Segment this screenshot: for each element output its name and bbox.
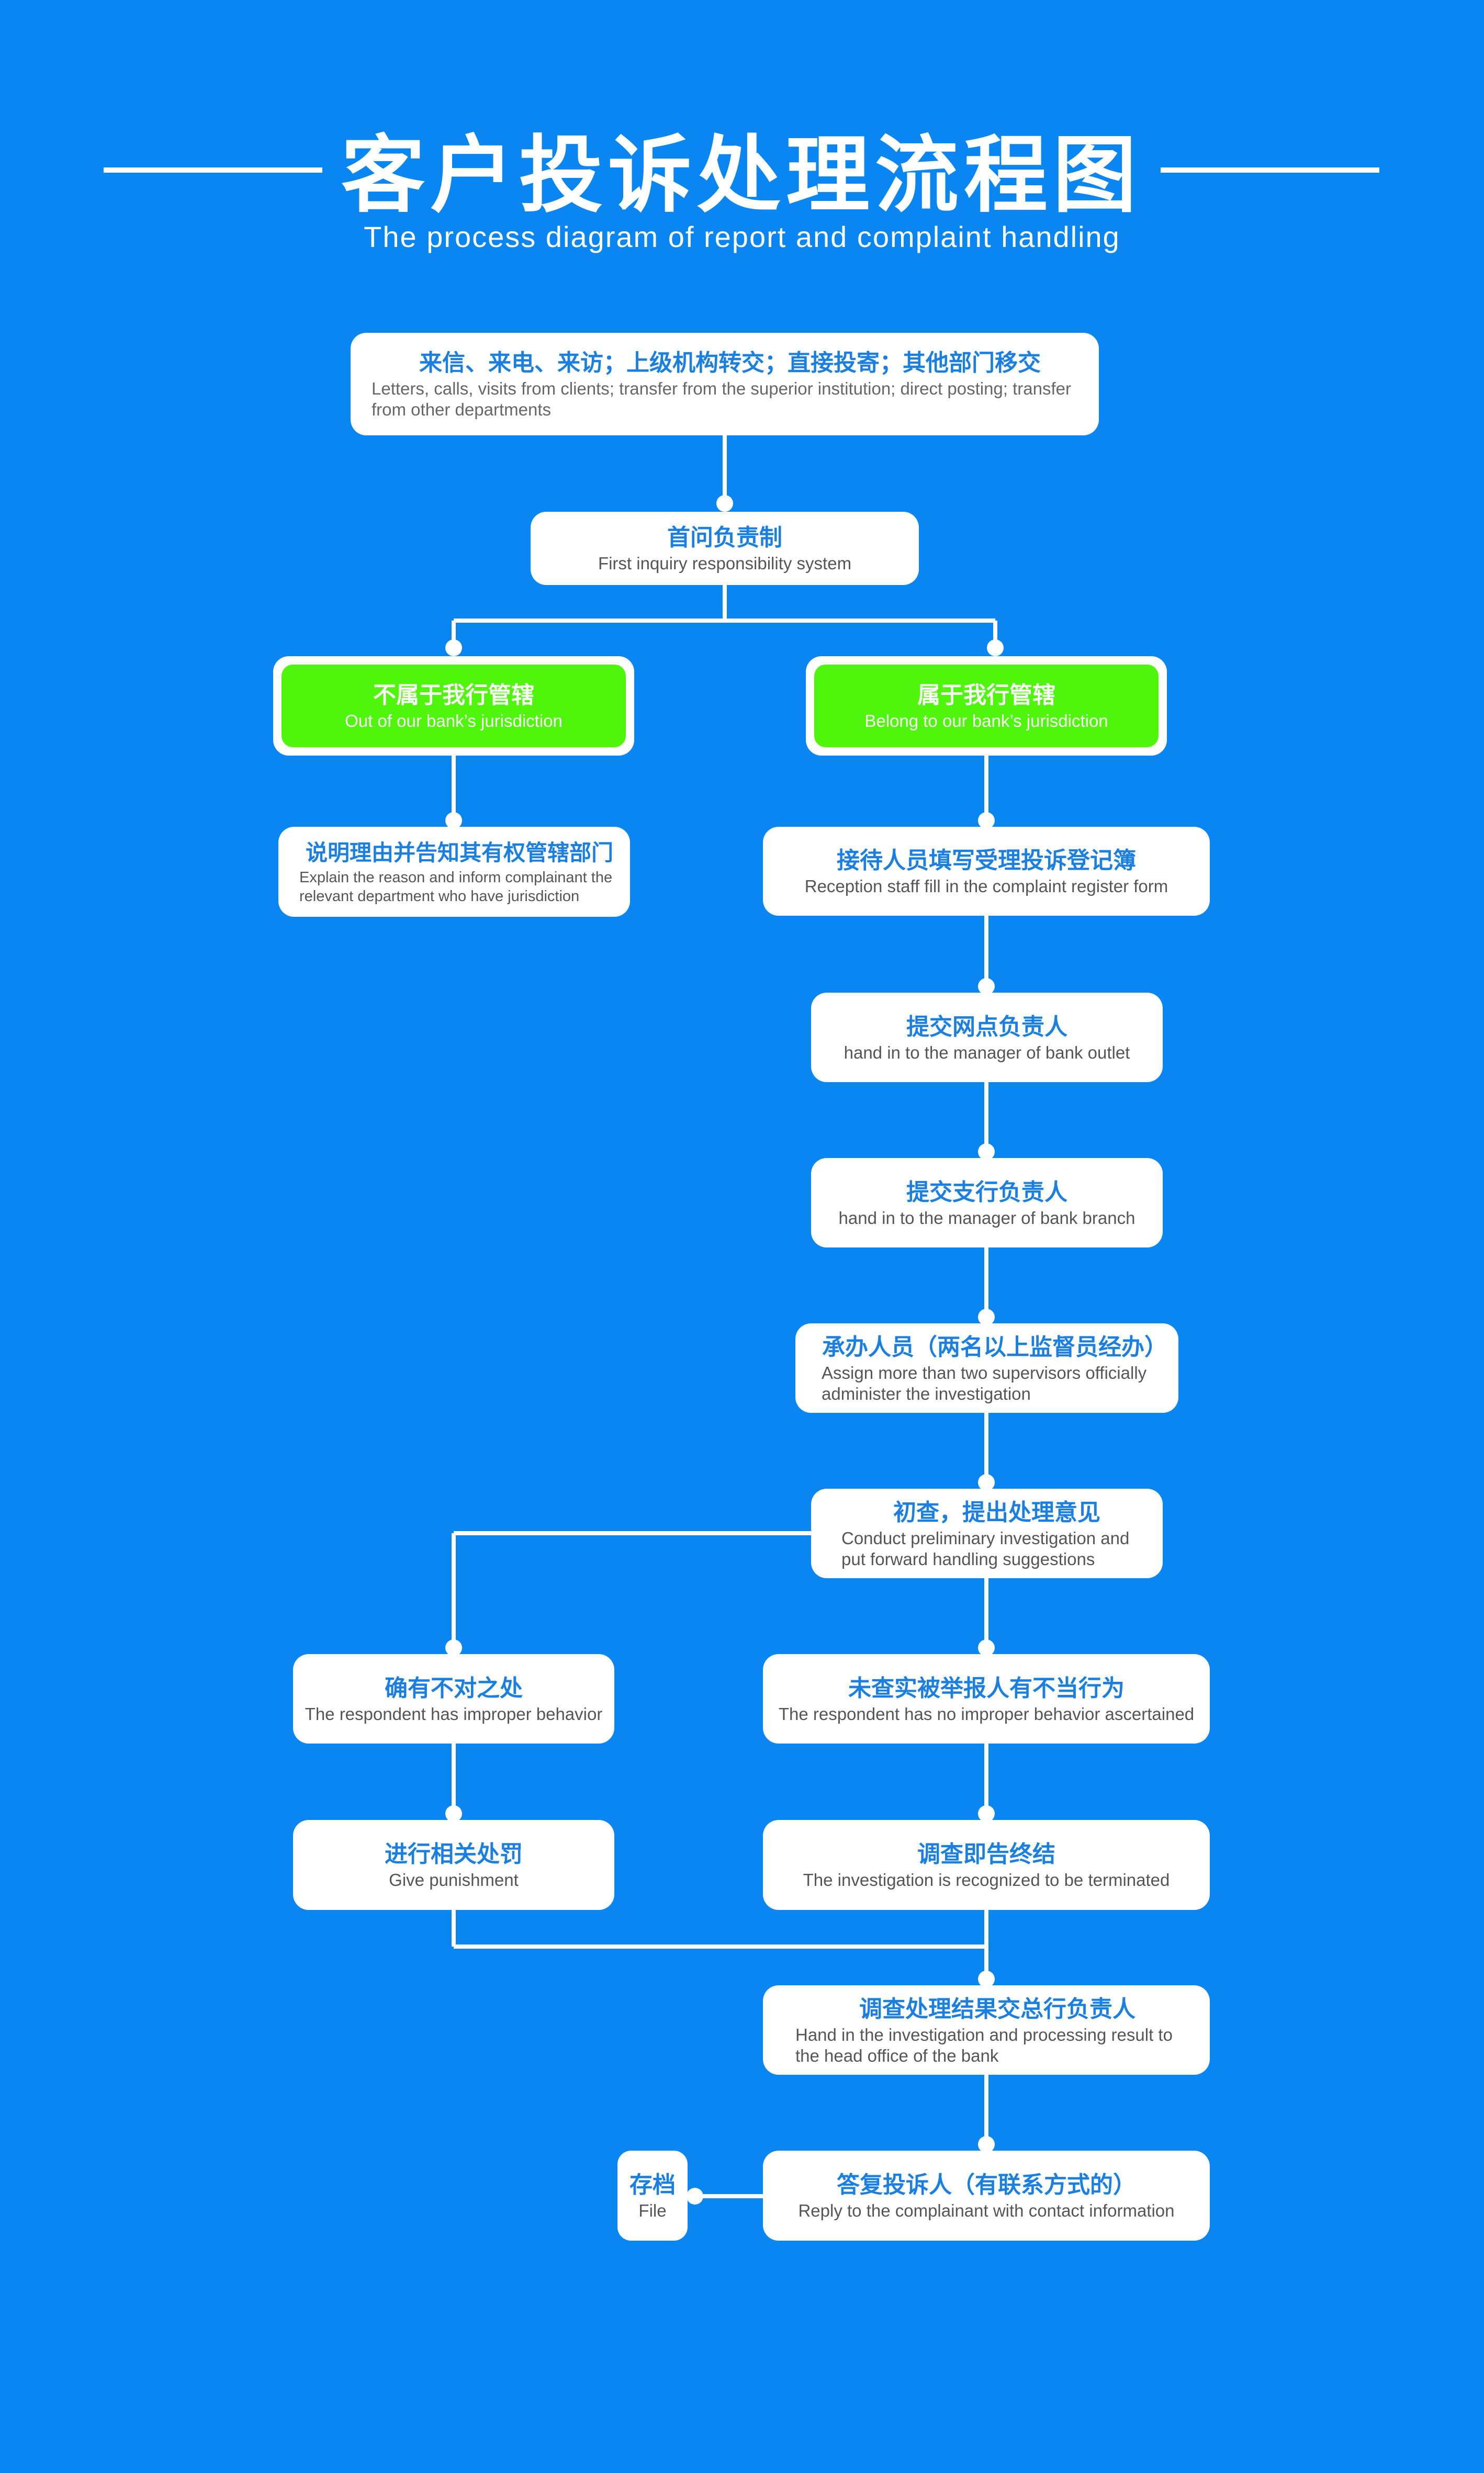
node-out-of-jurisdiction-fill: 不属于我行管辖 Out of our bank’s jurisdiction <box>282 665 626 747</box>
node-file: 存档 File <box>617 2151 688 2241</box>
connector-dot <box>445 812 462 829</box>
title-rule-left <box>104 167 322 173</box>
node-outlet-cn: 提交网点负责人 <box>906 1013 1067 1040</box>
node-in-jurisdiction-en: Belong to our bank’s jurisdiction <box>864 711 1108 730</box>
node-head-office-cn: 调查处理结果交总行负责人 <box>859 1995 1136 2022</box>
node-file-en: File <box>638 2201 667 2220</box>
node-first-inquiry-en: First inquiry responsibility system <box>598 554 852 573</box>
node-head-office-en: Hand in the investigation and processing… <box>795 2025 1173 2065</box>
node-preliminary-cn: 初查，提出处理意见 <box>893 1499 1100 1526</box>
node-reply: 答复投诉人（有联系方式的） Reply to the complainant w… <box>763 2151 1210 2241</box>
connector-dot <box>978 1971 995 1987</box>
node-terminated-en: The investigation is recognized to be te… <box>803 1870 1170 1890</box>
connector-dot <box>978 978 995 995</box>
node-in-jurisdiction-cn: 属于我行管辖 <box>917 682 1055 709</box>
node-out-of-jurisdiction: 不属于我行管辖 Out of our bank’s jurisdiction <box>273 656 634 756</box>
connector-dot <box>978 2136 995 2153</box>
node-supervisors-cn: 承办人员（两名以上监督员经办） <box>822 1333 1167 1361</box>
connector-dot <box>978 1143 995 1160</box>
node-no-improper-en: The respondent has no improper behavior … <box>778 1704 1195 1724</box>
node-terminated-cn: 调查即告终结 <box>917 1841 1055 1868</box>
connector-dot <box>445 1805 462 1822</box>
connector-dot <box>978 812 995 829</box>
page-subtitle: The process diagram of report and compla… <box>364 220 1120 253</box>
node-branch-en: hand in to the manager of bank branch <box>838 1208 1136 1228</box>
node-head-office: 调查处理结果交总行负责人 Hand in the investigation a… <box>763 1985 1210 2075</box>
node-preliminary: 初查，提出处理意见 Conduct preliminary investigat… <box>811 1489 1163 1578</box>
node-punishment-en: Give punishment <box>389 1870 519 1890</box>
node-branch: 提交支行负责人 hand in to the manager of bank b… <box>811 1158 1163 1247</box>
connector-dot <box>445 1639 462 1656</box>
node-improper-en: The respondent has improper behavior <box>305 1704 603 1724</box>
node-no-improper: 未查实被举报人有不当行为 The respondent has no impro… <box>763 1654 1210 1744</box>
node-outlet: 提交网点负责人 hand in to the manager of bank o… <box>811 993 1163 1082</box>
node-punishment-cn: 进行相关处罚 <box>385 1841 523 1868</box>
node-improper-cn: 确有不对之处 <box>385 1674 523 1702</box>
node-file-cn: 存档 <box>629 2172 676 2198</box>
connector-dot <box>978 1805 995 1822</box>
node-explain-cn: 说明理由并告知其有权管辖部门 <box>305 840 613 865</box>
node-branch-cn: 提交支行负责人 <box>906 1178 1067 1206</box>
node-out-of-jurisdiction-cn: 不属于我行管辖 <box>373 682 534 709</box>
connector-dot <box>978 1474 995 1491</box>
node-improper: 确有不对之处 The respondent has improper behav… <box>293 1654 614 1744</box>
node-outlet-en: hand in to the manager of bank outlet <box>844 1042 1130 1062</box>
node-first-inquiry: 首问负责制 First inquiry responsibility syste… <box>531 512 919 585</box>
connector-dot <box>716 495 733 512</box>
node-reply-en: Reply to the complainant with contact in… <box>798 2201 1175 2220</box>
node-explain: 说明理由并告知其有权管辖部门 Explain the reason and in… <box>278 827 630 917</box>
node-intake: 来信、来电、来访；上级机构转交；直接投寄；其他部门移交 Letters, cal… <box>351 333 1099 435</box>
node-terminated: 调查即告终结 The investigation is recognized t… <box>763 1820 1210 1910</box>
node-explain-en: Explain the reason and inform complainan… <box>299 869 613 905</box>
connector-dot <box>978 1309 995 1325</box>
node-register-cn: 接待人员填写受理投诉登记簿 <box>837 847 1136 874</box>
node-in-jurisdiction-fill: 属于我行管辖 Belong to our bank’s jurisdiction <box>814 665 1159 747</box>
node-reply-cn: 答复投诉人（有联系方式的） <box>837 2172 1136 2198</box>
connector-dot <box>687 2188 703 2205</box>
connector-dot <box>987 639 1004 656</box>
node-register-en: Reception staff fill in the complaint re… <box>804 876 1168 896</box>
page-title: 客户投诉处理流程图 <box>341 126 1142 224</box>
node-intake-en: Letters, calls, visits from clients; tra… <box>372 379 1071 419</box>
node-supervisors-en: Assign more than two supervisors officia… <box>822 1363 1147 1403</box>
node-intake-cn: 来信、来电、来访；上级机构转交；直接投寄；其他部门移交 <box>419 350 1041 376</box>
node-punishment: 进行相关处罚 Give punishment <box>293 1820 614 1910</box>
node-no-improper-cn: 未查实被举报人有不当行为 <box>848 1674 1125 1702</box>
title-block: 客户投诉处理流程图 <box>0 126 1484 230</box>
node-supervisors: 承办人员（两名以上监督员经办） Assign more than two sup… <box>795 1323 1178 1413</box>
connector-dot <box>978 1639 995 1656</box>
node-in-jurisdiction: 属于我行管辖 Belong to our bank’s jurisdiction <box>806 656 1167 756</box>
node-register: 接待人员填写受理投诉登记簿 Reception staff fill in th… <box>763 827 1210 916</box>
node-preliminary-en: Conduct preliminary investigation and pu… <box>841 1528 1130 1569</box>
connector-dot <box>445 639 462 656</box>
title-rule-right <box>1161 167 1379 173</box>
node-first-inquiry-cn: 首问负责制 <box>667 524 782 551</box>
node-out-of-jurisdiction-en: Out of our bank’s jurisdiction <box>345 711 563 730</box>
